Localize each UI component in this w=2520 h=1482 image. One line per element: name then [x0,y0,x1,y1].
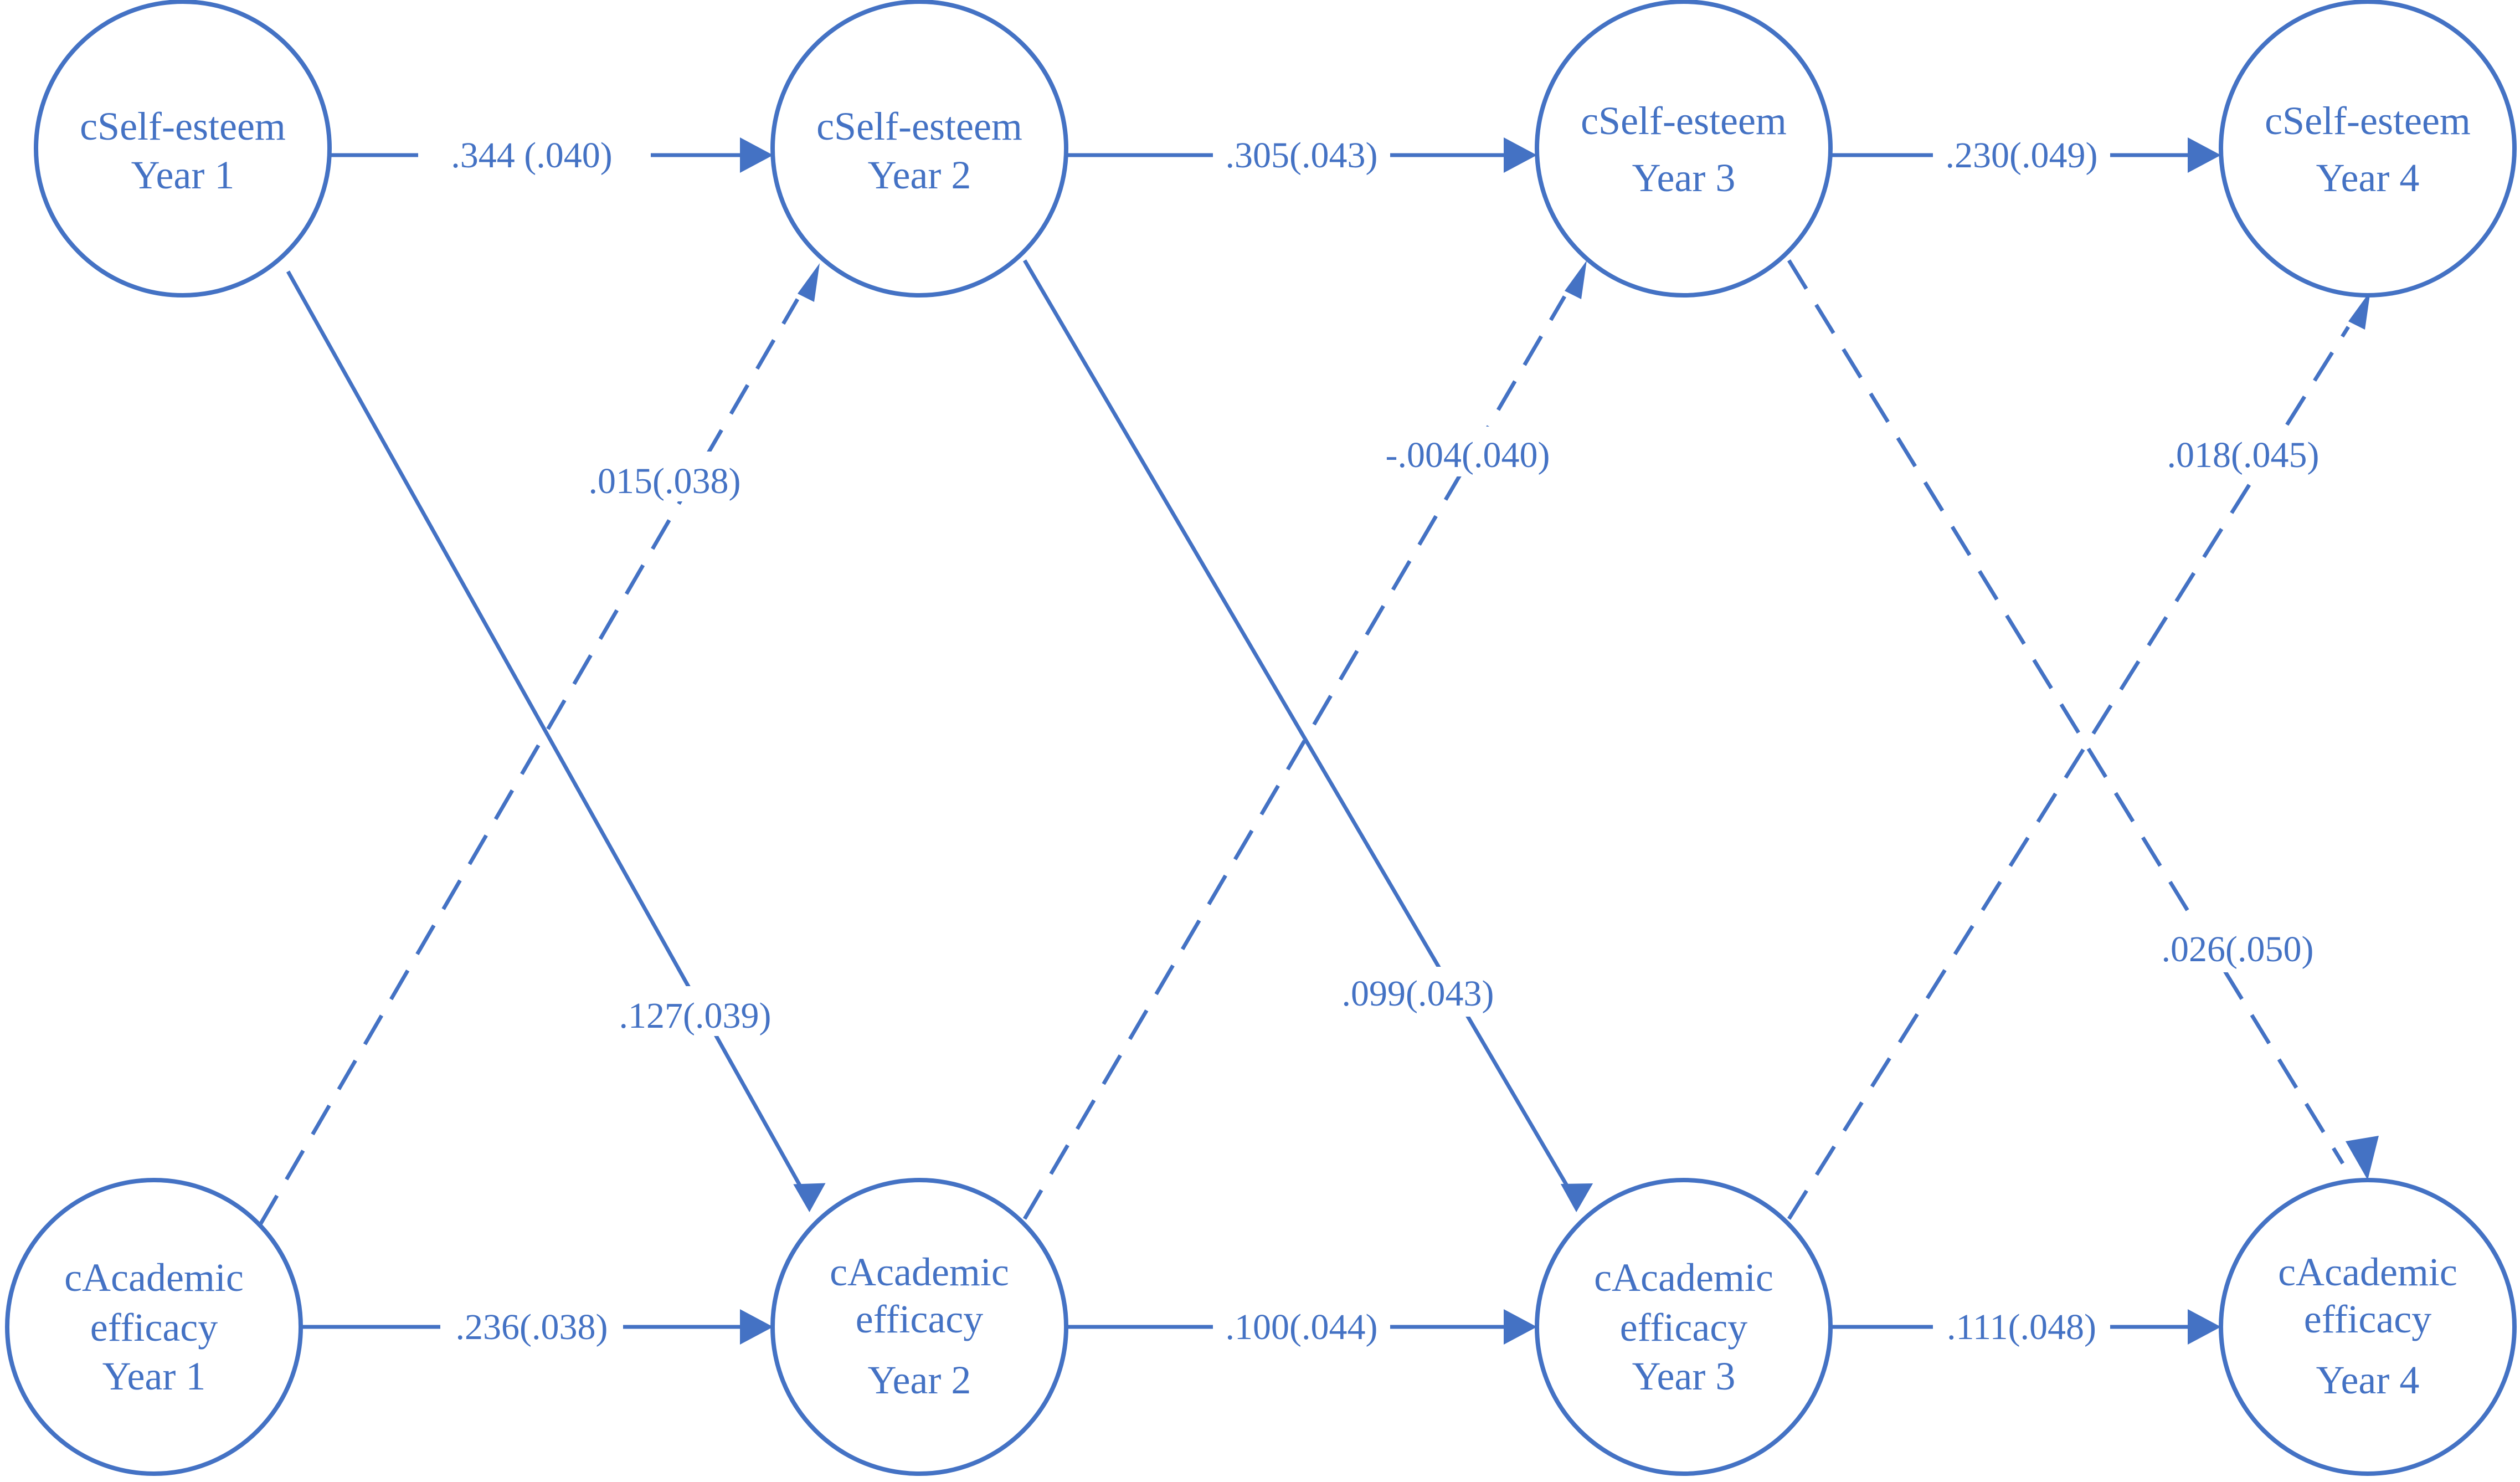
arrowhead-icon [1565,260,1587,299]
node-label: cSelf-esteem [80,104,286,148]
arrowhead-icon [1504,1309,1537,1345]
path-se3-ae4-label: .026(.050) [2162,929,2314,970]
arrowhead-icon [2348,291,2370,330]
path-ae1-se2-label: .015(.038) [589,461,741,501]
path-se3-ae4: .026(.050) [1787,259,2379,1180]
path-ae2-se3-label: -.004(.040) [1386,435,1550,475]
arrowhead-icon [798,263,820,302]
path-se2-ae3-label: .099(.043) [1342,973,1494,1014]
path-ae3-ae4: .111(.048) [1830,1299,2221,1349]
node-self-esteem-year-1: cSelf-esteem Year 1 [34,0,332,298]
path-se2-ae3: .099(.043) [1022,259,1593,1212]
node-label: cSelf-esteem [2265,99,2471,143]
path-se2-se3: .305(.043) [1066,127,1537,177]
node-self-esteem-year-3: cSelf-esteem Year 3 [1535,0,1833,298]
path-se2-ae3-line [1022,259,1572,1192]
path-se1-ae2-line [286,270,805,1192]
node-label: cSelf-esteem [1581,99,1787,143]
arrowhead-icon [793,1183,826,1212]
node-label: efficacy [2304,1297,2431,1341]
path-ae3-se4: .018(.045) [1787,291,2370,1220]
node-label: efficacy [1620,1305,1747,1350]
node-label: efficacy [856,1297,983,1341]
path-se2-se3-label: .305(.043) [1226,135,1378,176]
node-label: cSelf-esteem [816,104,1022,148]
path-se1-se2-label: .344 (.040) [451,135,612,176]
path-ae2-ae3: .100(.044) [1066,1299,1537,1349]
path-ae2-se3: -.004(.040) [1022,260,1587,1220]
node-label: efficacy [90,1305,218,1350]
node-label: Year 4 [2316,1358,2420,1402]
path-se3-ae4-line [1787,259,2344,1165]
path-ae1-ae2: .236(.038) [301,1299,773,1349]
path-se1-se2: .344 (.040) [331,127,773,177]
node-label: cAcademic [2278,1250,2457,1294]
path-ae1-ae2-label: .236(.038) [456,1307,608,1347]
path-ae3-ae4-label: .111(.048) [1947,1307,2096,1347]
node-academic-efficacy-year-3: cAcademic efficacy Year 3 [1535,1178,1833,1476]
path-ae1-se2: .015(.038) [258,263,820,1225]
arrowhead-icon [2346,1136,2379,1180]
node-academic-efficacy-year-2: cAcademic efficacy Year 2 [770,1178,1068,1476]
path-ae1-se2-line [258,298,800,1225]
arrowhead-icon [740,137,773,173]
node-label: Year 3 [1632,1354,1736,1398]
node-label: Year 3 [1632,156,1736,200]
node-label: Year 4 [2316,156,2420,200]
path-ae3-se4-line [1787,326,2350,1220]
node-label: cAcademic [64,1255,244,1300]
node-academic-efficacy-year-1: cAcademic efficacy Year 1 [5,1178,303,1476]
arrowhead-icon [740,1309,773,1345]
node-self-esteem-year-2: cSelf-esteem Year 2 [770,0,1068,298]
arrowhead-icon [2188,1309,2221,1345]
arrowhead-icon [1504,137,1537,173]
path-se1-ae2: .127(.039) [286,270,826,1212]
path-se3-se4-label: .230(.049) [1946,135,2098,176]
path-se1-ae2-label: .127(.039) [619,996,772,1036]
path-ae3-se4-label: .018(.045) [2167,435,2320,475]
path-ae2-ae3-label: .100(.044) [1226,1307,1378,1347]
node-label: Year 2 [868,153,971,197]
node-label: Year 1 [102,1354,206,1398]
arrowhead-icon [2188,137,2221,173]
node-academic-efficacy-year-4: cAcademic efficacy Year 4 [2219,1178,2517,1476]
node-label: Year 2 [868,1358,971,1402]
node-label: cAcademic [1594,1255,1773,1300]
arrowhead-icon [1560,1183,1593,1212]
node-label: Year 1 [131,153,235,197]
node-self-esteem-year-4: cSelf-esteem Year 4 [2219,0,2517,298]
path-se3-se4: .230(.049) [1830,127,2221,177]
node-label: cAcademic [830,1250,1009,1294]
